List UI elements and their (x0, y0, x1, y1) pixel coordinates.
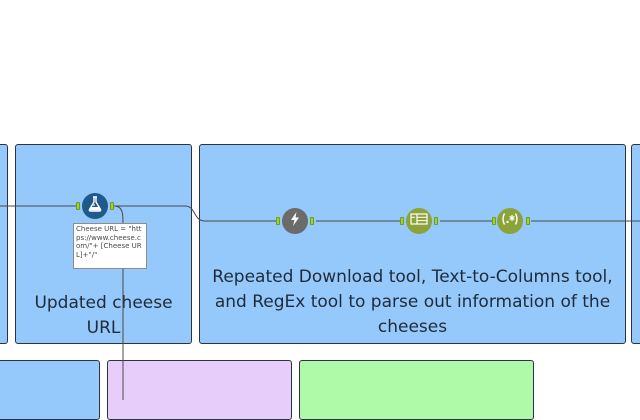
container-right-partial[interactable] (631, 144, 640, 344)
container-updated-cheese-url[interactable]: Updated cheese URL (15, 144, 192, 344)
regex-output-anchor[interactable] (526, 217, 530, 225)
formula-output-anchor[interactable] (110, 202, 114, 210)
texttocolumns-output-anchor[interactable] (434, 217, 438, 225)
formula-input-anchor[interactable] (76, 202, 80, 210)
texttocolumns-input-anchor[interactable] (400, 217, 404, 225)
download-input-anchor[interactable] (276, 217, 280, 225)
flask-icon (86, 195, 104, 217)
regex-icon (500, 211, 520, 231)
regex-input-anchor[interactable] (492, 217, 496, 225)
container-left-partial[interactable] (0, 144, 8, 344)
lightning-icon (287, 211, 303, 231)
download-tool[interactable] (282, 208, 308, 234)
container-parse-cheeses[interactable]: Repeated Download tool, Text-to-Columns … (199, 144, 626, 344)
wire-formula-to-download (114, 205, 276, 222)
regex-tool[interactable] (497, 208, 523, 234)
connection-wires (0, 205, 640, 400)
columns-table-icon (410, 211, 428, 231)
formula-annotation: Cheese URL = "https://www.cheese.com/"+ … (73, 223, 147, 269)
wire-formula-down (113, 205, 124, 400)
formula-tool[interactable] (82, 193, 108, 219)
container-title: Updated cheese URL (34, 293, 173, 338)
text-to-columns-tool[interactable] (406, 208, 432, 234)
download-output-anchor[interactable] (310, 217, 314, 225)
container-title: Repeated Download tool, Text-to-Columns … (212, 267, 613, 337)
